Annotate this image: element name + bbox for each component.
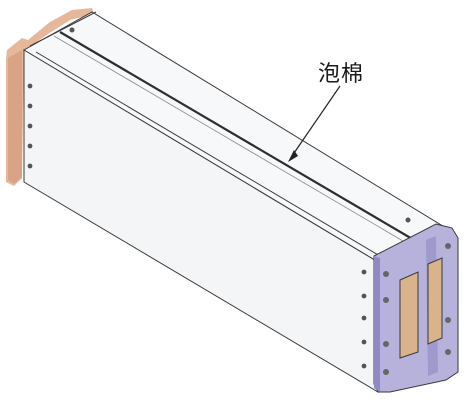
top-hole-right bbox=[405, 217, 411, 223]
foam-insert-right bbox=[427, 257, 443, 345]
left-screw-holes bbox=[27, 83, 33, 169]
box-top-edge bbox=[29, 11, 391, 263]
right-screw-holes bbox=[361, 269, 367, 369]
foam-strip-edge bbox=[53, 35, 409, 245]
left-end-plate bbox=[6, 8, 94, 186]
top-hole-left bbox=[69, 27, 75, 33]
foam-strip bbox=[59, 31, 415, 241]
foam-callout-label: 泡棉 bbox=[318, 62, 365, 87]
foam-insert-left bbox=[399, 271, 419, 359]
callout-arrow bbox=[288, 85, 341, 162]
right-end-plate bbox=[373, 223, 459, 393]
